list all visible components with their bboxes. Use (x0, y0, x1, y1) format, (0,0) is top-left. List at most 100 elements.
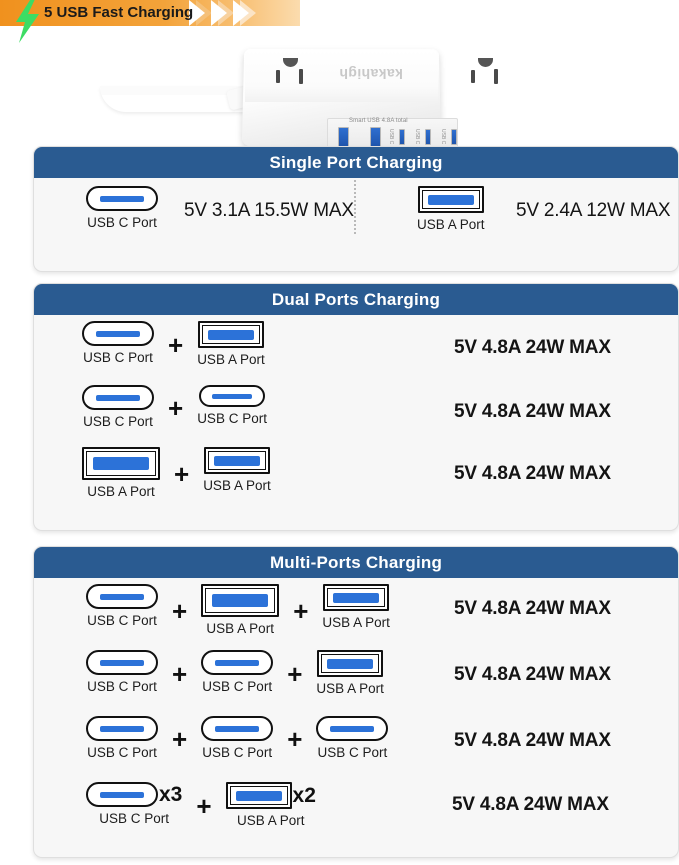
usb-a-port-icon (317, 650, 384, 677)
usb-a-inner-frame (321, 654, 380, 673)
port-type-label: USB A Port (203, 478, 271, 493)
usb-a-inner-frame (327, 588, 386, 607)
port-entry: USB C Port (86, 716, 158, 760)
plus-separator: + (172, 659, 188, 689)
usb-a-port-icon (201, 584, 280, 617)
product-port-tag: USB C (388, 129, 394, 145)
outlet-slot (494, 69, 498, 84)
chevron-arrows (189, 0, 260, 26)
charging-combo-row: USB C Port (86, 186, 158, 230)
section-title: Multi-Ports Charging (34, 547, 678, 578)
port-type-label: USB C Port (197, 411, 267, 426)
ac-outlet (462, 56, 508, 94)
port-glyph-row (86, 584, 158, 609)
outlet-slot (276, 70, 280, 83)
port-type-label: USB C Port (202, 745, 273, 760)
port-entry: USB C Port (82, 385, 154, 429)
port-glyph-row (317, 650, 384, 677)
product-port-tag: USB C (440, 129, 446, 145)
usb-c-port-icon (86, 716, 158, 741)
port-type-label: USB A Port (236, 813, 305, 828)
port-contact-bar (100, 659, 144, 666)
port-type-label: USB A Port (197, 352, 265, 367)
section-title: Dual Ports Charging (34, 284, 678, 315)
header-banner: 5 USB Fast Charging (0, 0, 679, 43)
port-contact-bar (96, 394, 140, 401)
port-type-label: USB A Port (316, 681, 384, 696)
port-contact-bar (427, 194, 474, 205)
usb-a-inner-frame (229, 786, 288, 805)
port-type-label: USB A Port (87, 484, 155, 499)
port-contact-bar (215, 659, 260, 666)
port-type-label: USB C Port (87, 679, 157, 694)
plus-separator: + (196, 791, 212, 821)
port-entry: USB C Port (86, 186, 158, 230)
usb-c-port-icon (86, 186, 158, 211)
port-entry: USB C Port (197, 385, 267, 426)
port-contact-bar (327, 658, 374, 669)
usb-a-port-icon (323, 584, 390, 611)
port-entry: USB A Port (201, 584, 280, 636)
product-usb-a-port (338, 127, 349, 147)
usb-c-port-icon (86, 782, 158, 807)
port-entry: USB A Port (417, 186, 485, 232)
usb-a-port-icon (203, 447, 270, 474)
charging-combo-row: USB C Port+USB A Port+USB A Port (86, 584, 390, 636)
charging-combo-row: USB C Port+USB C Port+USB C Port (86, 716, 389, 760)
port-type-label: USB C Port (83, 414, 153, 429)
charging-combo-row: USB C Port + USB C Port + USB A Port (86, 650, 384, 696)
product-usb-c-port (425, 129, 431, 145)
product-photo: kakahigh Smart USB 4.8A total USB C USB … (0, 26, 679, 148)
port-type-label: USB A Port (206, 621, 274, 636)
chevron-icon (189, 0, 216, 26)
usb-a-inner-frame (421, 190, 480, 209)
product-port-tag: USB C (414, 129, 420, 145)
port-entry: USB A Port (316, 650, 384, 696)
charging-spec-text: 5V 4.8A 24W MAX (452, 794, 609, 815)
port-entry: USB C Port (201, 650, 274, 694)
usb-c-port-icon (86, 584, 158, 609)
charging-combo-row: USB A Port (417, 186, 485, 232)
port-glyph-row (316, 716, 389, 741)
usb-c-port-icon (82, 321, 154, 346)
port-entry: USB A Port (197, 321, 265, 367)
port-contact-bar (212, 594, 269, 607)
plus-separator: + (293, 596, 309, 626)
port-glyph-row (82, 447, 160, 480)
usb-c-port-icon (199, 385, 266, 407)
usb-a-inner-frame (207, 451, 266, 470)
port-contact-bar (215, 725, 260, 732)
plus-separator: + (287, 724, 303, 754)
port-glyph-row: x3 (86, 782, 182, 807)
port-glyph-row (86, 650, 158, 675)
outlet-slot (299, 69, 303, 84)
port-multiplier: x2 (292, 784, 316, 807)
port-type-label: USB C Port (317, 745, 388, 760)
outlet-slot (471, 70, 475, 83)
port-glyph-row (201, 716, 274, 741)
charging-spec-text: 5V 2.4A 12W MAX (516, 200, 671, 221)
ac-outlet (267, 56, 313, 94)
charging-spec-text: 5V 4.8A 24W MAX (454, 598, 611, 619)
port-entry: USB A Port (322, 584, 390, 630)
port-glyph-row (86, 186, 158, 211)
port-type-label: USB C Port (99, 811, 170, 826)
port-entry: USB C Port (316, 716, 389, 760)
port-type-label: USB C Port (202, 679, 273, 694)
port-glyph-row (197, 321, 264, 348)
charging-spec-text: 5V 4.8A 24W MAX (454, 337, 611, 358)
charging-combo-row: USB C Port+USB C Port (82, 385, 267, 429)
port-contact-bar (333, 592, 380, 603)
port-contact-bar (235, 790, 282, 801)
plus-separator: + (287, 659, 303, 689)
usb-c-port-icon (201, 650, 274, 675)
usb-a-port-icon (225, 782, 292, 809)
usb-c-port-icon (201, 716, 274, 741)
product-usb-c-port (451, 129, 457, 145)
usb-panel-label: Smart USB 4.8A total (349, 118, 408, 124)
